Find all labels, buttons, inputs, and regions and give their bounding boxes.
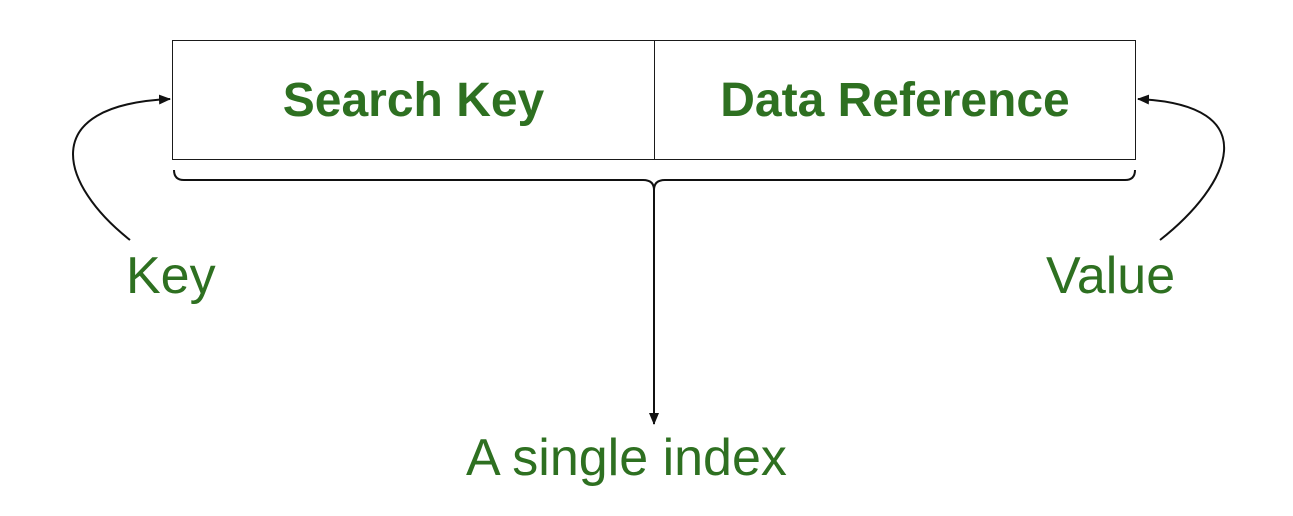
- value-arrow: [1137, 94, 1225, 241]
- single-index-label: A single index: [466, 429, 787, 487]
- data-reference-label: Data Reference: [720, 73, 1070, 127]
- key-arrow: [72, 94, 171, 241]
- search-key-label: Search Key: [282, 73, 545, 127]
- search-key-cell: Search Key: [172, 40, 655, 160]
- record-brace: [173, 169, 1136, 191]
- key-label: Key: [126, 247, 216, 305]
- value-label: Value: [1046, 247, 1176, 305]
- data-reference-cell: Data Reference: [654, 40, 1136, 160]
